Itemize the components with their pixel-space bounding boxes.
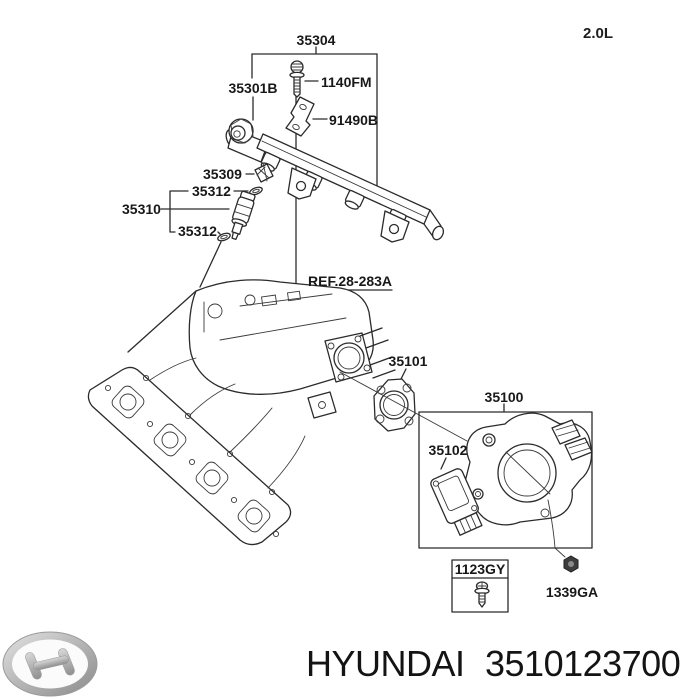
label-throttle-body: 35100 (485, 389, 524, 405)
label-pressure-regulator: 35301B (228, 80, 277, 96)
fuel-rail-drawing (225, 118, 445, 243)
bracket-icon (285, 96, 328, 137)
label-throttle-gasket: 35101 (389, 353, 428, 369)
footer-part-number: 3510123700 (485, 643, 680, 684)
oring-lower-icon (199, 231, 231, 288)
engine-variant-label: 2.0L (583, 25, 613, 42)
label-injector-clip: 35309 (203, 166, 242, 182)
injector-group-bracket (160, 190, 230, 233)
label-fuel-rail-assembly: 35304 (297, 32, 336, 48)
screw-icon (474, 581, 490, 608)
screw-box (451, 559, 509, 613)
label-rail-bolt: 1140FM (321, 74, 372, 90)
throttle-body-drawing (463, 412, 593, 558)
throttle-gasket-icon (373, 368, 416, 432)
footer-brand: HYUNDAI (306, 643, 465, 684)
fit-line (339, 371, 468, 442)
oring-upper-icon (233, 186, 263, 196)
throttle-sensor-icon (430, 457, 483, 536)
label-throttle-sensor: 35102 (429, 442, 468, 458)
label-manifold-ref: REF.28-283A (308, 273, 392, 289)
fuel-injector-icon (231, 190, 256, 240)
label-rail-bracket: 91490B (329, 112, 378, 128)
label-injector-assembly: 35310 (122, 201, 161, 217)
throttle-body-box (418, 403, 593, 549)
label-oring-upper: 35312 (192, 183, 231, 199)
label-screw-box: 1123GY (455, 561, 506, 577)
hyundai-logo (2, 631, 98, 697)
bolt-icon (289, 60, 319, 98)
label-nut: 1339GA (546, 584, 598, 600)
intake-manifold-drawing (87, 279, 396, 546)
nut-icon (563, 555, 579, 573)
label-oring-lower: 35312 (178, 223, 217, 239)
injector-clip-icon (245, 162, 274, 183)
fuel-rail-assembly-box (251, 46, 378, 188)
